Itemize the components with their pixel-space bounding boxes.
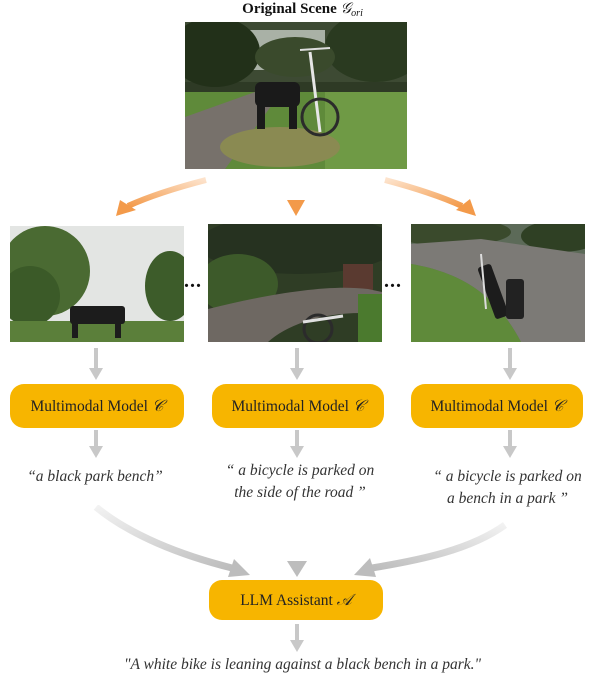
gray-arrow-to-final: [290, 624, 304, 652]
gray-arrow-from-right: [354, 522, 508, 577]
multimodal-model-pill-middle: Multimodal Model 𝒞: [212, 384, 384, 428]
view-image-middle: [208, 224, 382, 342]
orange-arrow-right: [384, 177, 476, 216]
gray-arrow-from-middle: [287, 509, 307, 577]
orange-arrow-middle: [287, 176, 305, 216]
scene-title: Original Scene 𝒢ori: [0, 0, 605, 23]
gray-arrows-to-models: [89, 348, 517, 380]
caption-line-1: “ a bicycle is parked on: [433, 468, 582, 485]
ellipsis-left: ...: [184, 270, 202, 292]
scene-title-text: Original Scene: [242, 1, 337, 17]
multimodal-model-pill-right: Multimodal Model 𝒞: [411, 384, 583, 428]
gray-arrows-to-captions: [89, 430, 517, 458]
caption-line-1: “ a bicycle is parked on: [225, 462, 375, 479]
llm-assistant-pill: LLM Assistant 𝒜: [209, 580, 383, 620]
view-image-left: [10, 226, 184, 342]
caption-line-2: the side of the road ”: [234, 484, 366, 501]
orange-arrow-left: [116, 177, 207, 216]
scene-symbol: 𝒢: [340, 1, 352, 17]
assistant-label: LLM Assistant: [240, 592, 333, 609]
model-label: Multimodal Model: [30, 398, 148, 415]
caption-left: “a black park bench”: [0, 466, 190, 488]
final-caption: "A white bike is leaning against a black…: [123, 656, 482, 673]
model-label: Multimodal Model: [231, 398, 349, 415]
model-label: Multimodal Model: [430, 398, 548, 415]
caption-line-1: “a black park bench”: [27, 468, 163, 485]
model-symbol: 𝒞: [151, 396, 164, 415]
caption-line-2: a bench in a park ”: [447, 490, 568, 507]
caption-right: “ a bicycle is parked on a bench in a pa…: [410, 466, 605, 510]
ellipsis-right: ...: [384, 270, 402, 292]
scene-symbol-subscript: ori: [351, 8, 363, 19]
gray-arrows-converging: [93, 505, 508, 577]
orange-arrows: [116, 176, 476, 216]
assistant-symbol: 𝒜: [336, 590, 352, 609]
caption-middle: “ a bicycle is parked on the side of the…: [200, 460, 400, 504]
model-symbol: 𝒞: [352, 396, 365, 415]
gray-arrow-from-left: [93, 505, 250, 577]
view-image-right: [411, 224, 585, 342]
original-scene-image: [185, 22, 407, 169]
model-symbol: 𝒞: [551, 396, 564, 415]
multimodal-model-pill-left: Multimodal Model 𝒞: [10, 384, 184, 428]
